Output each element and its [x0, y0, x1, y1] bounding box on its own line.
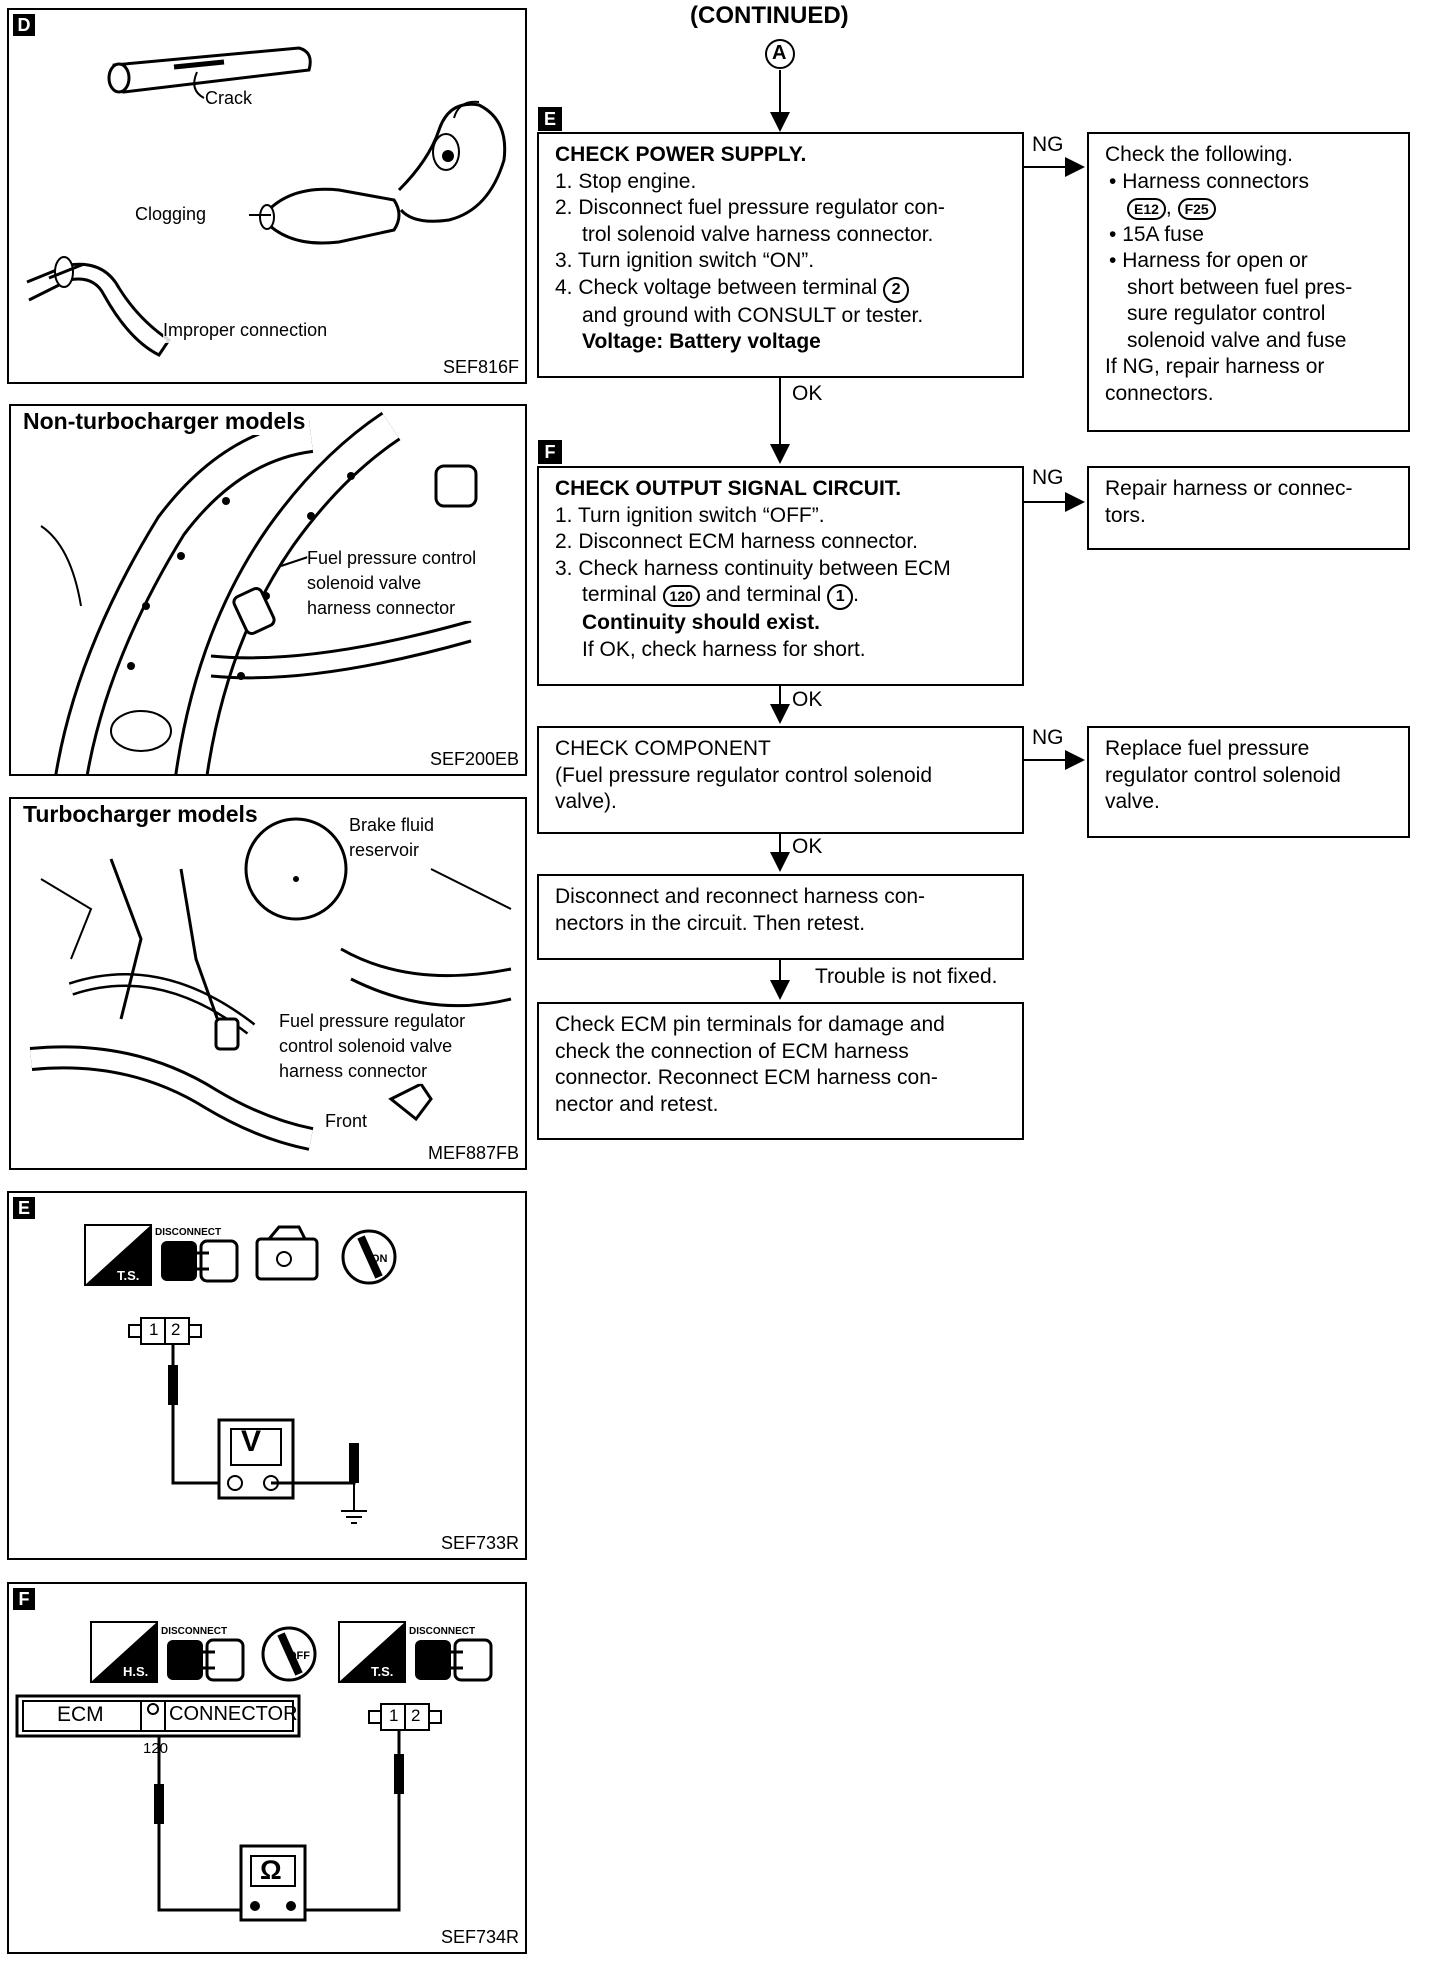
improper-connection-label: Improper connection [163, 318, 328, 343]
check-ecm-pins-box: Check ECM pin terminals for damage and c… [537, 1002, 1024, 1140]
ng-label: NG [1032, 466, 1064, 490]
check-output-signal-box: CHECK OUTPUT SIGNAL CIRCUIT. 1. Turn ign… [537, 466, 1024, 686]
figure-code: MEF887FB [425, 1143, 521, 1164]
panel-turbo: Turbocharger models Brake fluid reservoi… [9, 797, 527, 1170]
step-3: 3. Check harness continuity between ECM … [555, 556, 1006, 610]
panel-d-hose-faults: D Crack Clogging Improper connection SEF… [7, 8, 527, 384]
terminal-120-label: 120 [143, 1740, 169, 1757]
check-following-box: Check the following. • Harness connector… [1087, 132, 1410, 432]
step-f-tag: F [538, 440, 562, 464]
off-label: OFF [288, 1650, 310, 1662]
step-2: 2. Disconnect ECM harness connector. [555, 530, 919, 553]
check-intro: Check the following. [1105, 143, 1293, 166]
continued-heading: (CONTINUED) [690, 2, 849, 29]
connector-e12-badge: E12 [1127, 198, 1166, 220]
panel-d-tag: D [13, 14, 35, 36]
step-title: CHECK OUTPUT SIGNAL CIRCUIT. [555, 477, 902, 500]
step-1: 1. Turn ignition switch “OFF”. [555, 503, 825, 527]
hose-faults-illustration [26, 46, 507, 357]
pin-2-label: 2 [171, 1320, 181, 1339]
replace-regulator-box: Replace fuel pressure regulator control … [1087, 726, 1410, 838]
ng-label: NG [1032, 133, 1064, 157]
panel-title: Turbocharger models [19, 801, 262, 828]
expected-voltage: Voltage: Battery voltage [582, 330, 821, 353]
pin-2-label: 2 [411, 1706, 421, 1725]
terminal-1-marker: 1 [827, 584, 854, 610]
panel-e-voltage-check: E T.S. DISCONNECT ON 1 2 V [7, 1191, 527, 1560]
harness-connectors-item: • Harness connectors E12, F25 [1109, 169, 1309, 220]
engine-bay-illustration [29, 817, 512, 1151]
brake-fluid-reservoir-callout: Brake fluid reservoir [349, 813, 435, 863]
front-label: Front [325, 1109, 368, 1134]
ok-label: OK [792, 382, 823, 406]
ng-label: NG [1032, 726, 1064, 750]
check-list: • Harness connectors E12, F25 • 15A fuse… [1105, 169, 1392, 355]
figure-code: SEF816F [440, 357, 521, 378]
ohmmeter-label: Ω [260, 1855, 282, 1885]
step-2: 2. Disconnect fuel pressure regulator co… [555, 196, 945, 246]
crack-label: Crack [205, 86, 253, 111]
step-list: 1. Stop engine. 2. Disconnect fuel press… [555, 169, 1006, 330]
disconnect-label-1: DISCONNECT [161, 1626, 228, 1637]
clogging-label: Clogging [135, 202, 207, 227]
check-component-box: CHECK COMPONENT (Fuel pressure regulator… [537, 726, 1024, 834]
disconnect-label-2: DISCONNECT [409, 1626, 476, 1637]
fuel-pressure-regulator-connector-callout: Fuel pressure regulator control solenoid… [279, 1009, 466, 1084]
continuity-check-diagram [15, 1621, 493, 1922]
ts-label: T.S. [117, 1268, 140, 1283]
trouble-not-fixed-label: Trouble is not fixed. [815, 965, 998, 989]
panel-non-turbo: Non-turbocharger models Fuel pressure co… [9, 404, 527, 776]
repair-harness-box: Repair harness or connec- tors. [1087, 466, 1410, 550]
ecm-label: ECM [57, 1703, 104, 1726]
connector-f25-badge: F25 [1177, 198, 1216, 220]
step-3: 3. Turn ignition switch “ON”. [555, 249, 815, 272]
hs-label: H.S. [123, 1664, 149, 1679]
figure-code: SEF733R [438, 1533, 521, 1554]
step-1: 1. Stop engine. [555, 169, 697, 193]
figure-code: SEF734R [438, 1927, 521, 1948]
voltage-check-diagram [84, 1224, 397, 1524]
ok-label: OK [792, 688, 823, 712]
disconnect-label: DISCONNECT [155, 1227, 222, 1238]
reconnect-harness-box: Disconnect and reconnect harness con- ne… [537, 874, 1024, 960]
on-label: ON [371, 1253, 388, 1265]
fuse-item: • 15A fuse [1109, 222, 1204, 246]
ts-label: T.S. [371, 1664, 394, 1679]
step-title: CHECK POWER SUPPLY. [555, 143, 807, 166]
terminal-2-marker: 2 [883, 276, 910, 303]
panel-title: Non-turbocharger models [19, 408, 310, 435]
connector-a-label: A [772, 42, 787, 64]
pin-1-label: 1 [389, 1706, 399, 1725]
panel-f-tag: F [13, 1588, 35, 1610]
short-check-note: If OK, check harness for short. [582, 637, 866, 661]
expected-continuity: Continuity should exist. [582, 611, 821, 634]
check-power-supply-box: CHECK POWER SUPPLY. 1. Stop engine. 2. D… [537, 132, 1024, 378]
panel-e-tag: E [13, 1197, 35, 1219]
voltmeter-label: V [241, 1425, 262, 1458]
connector-label: CONNECTOR [169, 1703, 298, 1725]
fuel-pressure-connector-callout: Fuel pressure control solenoid valve har… [307, 546, 477, 621]
step-list: 1. Turn ignition switch “OFF”. 2. Discon… [555, 503, 1006, 610]
panel-f-continuity-check: F [7, 1582, 527, 1954]
terminal-120-badge: 120 [662, 585, 700, 607]
figure-code: SEF200EB [427, 749, 521, 770]
engine-bay-illustration [40, 411, 478, 774]
pin-1-label: 1 [149, 1320, 159, 1339]
step-e-tag: E [538, 107, 562, 131]
ok-label: OK [792, 835, 823, 859]
